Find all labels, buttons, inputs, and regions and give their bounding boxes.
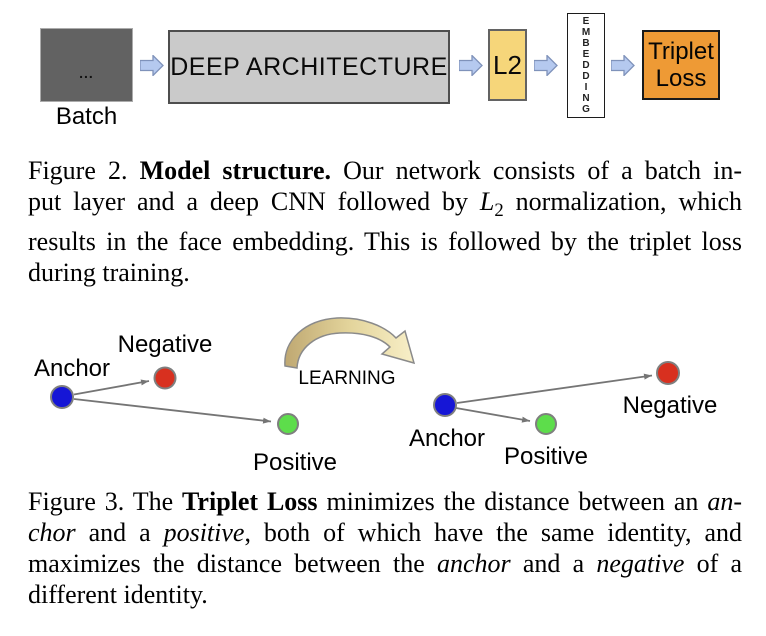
anchor-to-negative-arrow [456,373,653,404]
triplet-loss-label-line1: Triplet [648,38,714,65]
anchor-to-positive-arrow [73,398,272,424]
triplet-loss-diagram: Anchor Negative Positive LEARNING Anchor… [34,317,718,476]
flow-arrow-icon [534,55,558,76]
embedding-letter: D [582,60,590,71]
flow-arrow-icon [459,55,483,76]
embedding-letter: D [582,71,590,82]
caption-text: minimizes the distance between an [317,487,708,516]
embedding-letter: E [582,16,590,27]
caption-line: chor and a positive, both of which have … [28,517,742,548]
caption-italic-text: negative [596,549,685,578]
model-structure-diagram: ... Batch DEEP ARCHITECTURE L2 E M B E D… [0,0,766,150]
caption-text: during training. [28,258,190,288]
caption-line: maximizes the distance between the ancho… [28,548,742,579]
caption-text: Figure 2. [28,156,140,185]
flow-arrow-icon [611,55,635,76]
deep-architecture-label: DEEP ARCHITECTURE [170,52,448,81]
deep-architecture-box: DEEP ARCHITECTURE [168,30,450,104]
triplet-loss-box: Triplet Loss [642,30,720,100]
caption-line: during training. [28,257,742,288]
embedding-letter: M [581,27,591,38]
caption-bold-text: Model structure. [139,156,331,185]
embedding-letter: B [582,38,590,49]
figure3-caption: Figure 3. The Triplet Loss minimizes the… [28,486,742,610]
batch-label: Batch [55,103,118,130]
caption-line: Figure 3. The Triplet Loss minimizes the… [28,486,742,517]
caption-text: maximizes the distance between the [28,549,437,578]
caption-text: Figure 3. The [28,487,183,516]
caption-bold-text: Triplet Loss [182,487,318,516]
learning-arc-arrow [284,317,416,369]
caption-text: put layer and a deep CNN followed by [28,187,480,216]
anchor-dot [433,393,457,417]
caption-line: put layer and a deep CNN followed by L2 … [28,186,742,226]
positive-label: Positive [253,449,337,476]
positive-label: Positive [504,443,588,470]
caption-italic-text: an- [707,487,742,516]
math-symbol: L [479,187,495,216]
math-subscript: 2 [494,200,504,222]
caption-text: Our network consists of a batch in- [330,156,742,185]
caption-line: different identity. [28,579,742,610]
anchor-label: Anchor [34,355,110,382]
positive-dot [277,413,299,435]
flow-arrow-icon [140,55,164,76]
learning-label: LEARNING [298,368,395,389]
positive-dot [535,413,557,435]
anchor-dot [50,385,74,409]
caption-text: normalization, which [503,187,742,216]
negative-dot [153,366,177,390]
caption-line: Figure 2. Model structure. Our network c… [28,155,742,186]
figure2-caption: Figure 2. Model structure. Our network c… [28,155,742,288]
caption-text: different identity. [28,580,208,609]
embedding-box: E M B E D D I N G [567,13,605,118]
caption-text: , both of which have the same identity, … [244,518,742,547]
negative-label: Negative [118,331,213,358]
l2-normalization-box: L2 [488,29,527,101]
embedding-letter: G [582,104,590,115]
batch-ellipsis: ... [79,65,94,81]
caption-text: and a [510,549,597,578]
anchor-to-negative-arrow [73,379,150,396]
embedding-letter: N [582,93,590,104]
embedding-letter: E [582,49,590,60]
caption-italic-text: chor [28,518,76,547]
batch-input-box: ... [40,28,133,102]
caption-text: results in the face embedding. This is f… [28,227,742,257]
embedding-letter: I [584,82,588,93]
negative-dot [656,361,680,385]
caption-text: of a [684,549,743,578]
triplet-loss-label-line2: Loss [655,65,707,92]
anchor-to-positive-arrow [455,407,531,423]
caption-text: and a [75,518,164,547]
caption-italic-text: anchor [436,549,511,578]
caption-italic-text: positive [163,518,245,547]
negative-label: Negative [623,392,718,419]
l2-label: L2 [493,49,522,80]
caption-line: results in the face embedding. This is f… [28,226,742,257]
anchor-label: Anchor [409,425,485,452]
